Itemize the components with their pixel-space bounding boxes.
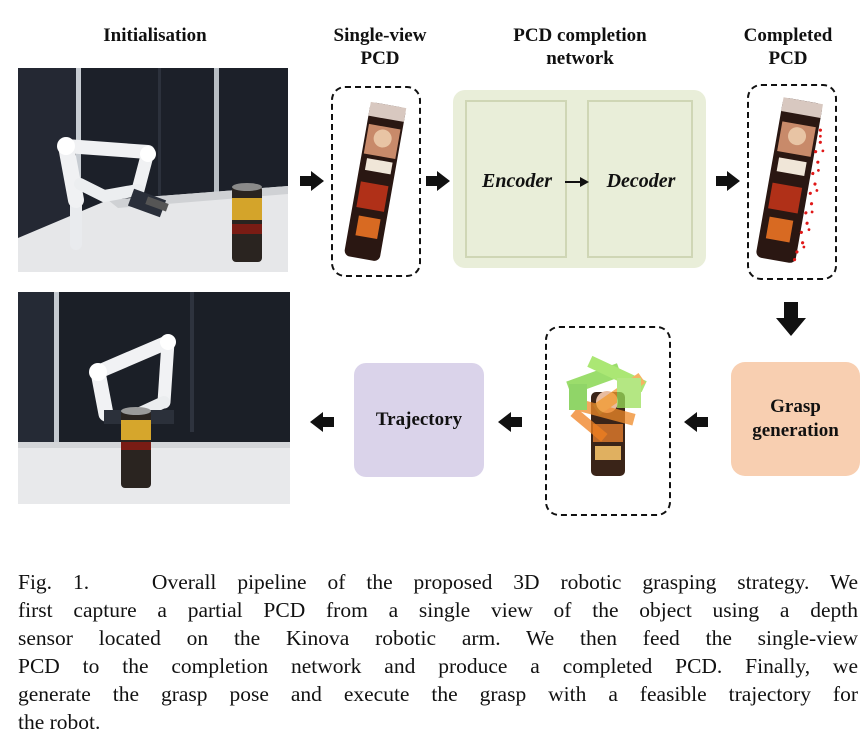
single-view-pcd-panel — [331, 86, 421, 277]
caption-line: the robot. — [18, 710, 101, 734]
decoder-block — [587, 100, 693, 258]
initialisation-photo — [18, 68, 288, 272]
encoder-label: Encoder — [482, 170, 552, 192]
robot-initial-pose-image — [18, 68, 288, 272]
arrow-right-icon — [716, 171, 740, 191]
trajectory-box: Trajectory — [354, 363, 484, 477]
completed-pcd-panel — [747, 84, 837, 280]
caption-line: sensor located on the Kinova robotic arm… — [18, 626, 858, 650]
figure-caption: Fig. 1. Overall pipeline of the proposed… — [18, 568, 858, 736]
robot-grasp-image — [18, 292, 290, 504]
caption-label: Fig. 1. — [18, 570, 90, 594]
caption-line: Fig. 1. Overall pipeline of the proposed… — [18, 570, 859, 594]
encoder-block — [465, 100, 567, 258]
completed-point-cloud — [756, 97, 825, 263]
arrow-left-icon — [498, 412, 522, 432]
arrow-left-icon — [310, 412, 334, 432]
decoder-label: Decoder — [606, 170, 676, 192]
caption-line: PCD to the completion network and produc… — [18, 654, 858, 678]
arrow-down-icon — [776, 302, 806, 336]
caption-line: first capture a partial PCD from a singl… — [18, 598, 858, 622]
encoder-to-decoder-arrow — [565, 177, 589, 187]
arrow-right-icon — [426, 171, 450, 191]
arrow-right-icon — [300, 171, 324, 191]
partial-point-cloud — [344, 101, 407, 261]
grasp-pose-panel — [545, 326, 671, 516]
grasp-poses-visualisation — [566, 355, 647, 476]
header-initialisation: Initialisation — [103, 25, 207, 46]
completion-network-box: Encoder Decoder — [453, 90, 706, 268]
arrow-left-icon — [684, 412, 708, 432]
grasp-execution-photo — [18, 292, 290, 504]
caption-line: generate the grasp pose and execute the … — [18, 682, 858, 706]
